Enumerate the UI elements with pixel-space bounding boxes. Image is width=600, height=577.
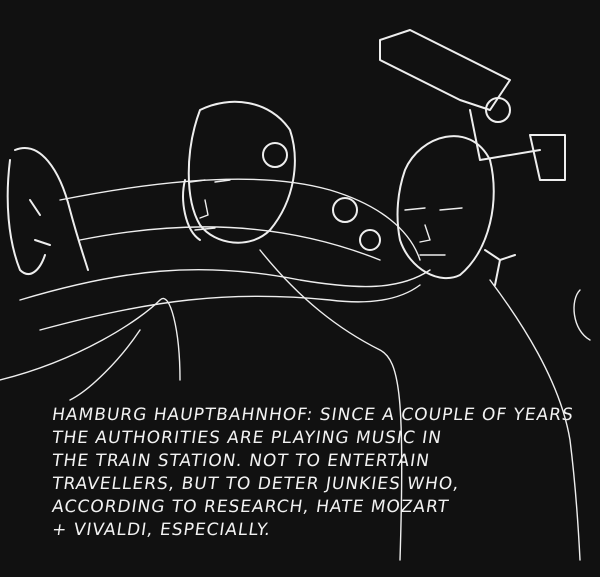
right-figure (396, 135, 516, 286)
handwritten-caption: HAMBURG HAUPTBAHNHOF: SINCE A COUPLE OF … (50, 404, 592, 542)
surveillance-camera (379, 29, 566, 181)
left-figure (6, 147, 89, 275)
caption-line: THE TRAIN STATION. NOT TO ENTERTAIN (50, 451, 432, 471)
caption-line: THE AUTHORITIES ARE PLAYING MUSIC IN (50, 428, 444, 448)
caption-line: HAMBURG HAUPTBAHNHOF: SINCE A COUPLE OF … (50, 405, 576, 425)
caption-line: ACCORDING TO RESEARCH, HATE MOZART (50, 497, 451, 517)
caption-line: TRAVELLERS, BUT TO DETER JUNKIES WHO, (50, 474, 461, 494)
sound-lines (0, 178, 591, 561)
middle-figure (182, 100, 381, 251)
caption-line: + VIVALDI, ESPECIALLY. (50, 520, 273, 540)
